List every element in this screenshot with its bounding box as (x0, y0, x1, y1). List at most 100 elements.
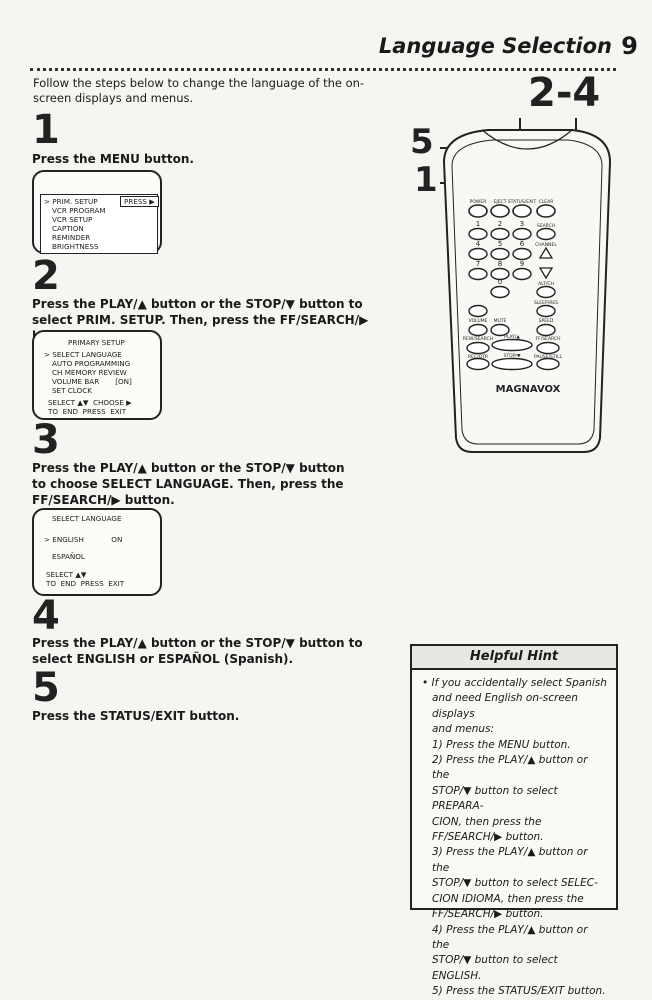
digit-9-button[interactable] (512, 267, 532, 281)
menu-item: > PRIM. SETUP (44, 197, 98, 206)
stop-button[interactable] (491, 357, 533, 371)
digit-label: 5 (498, 240, 502, 248)
play-label: PLAY/▲ (504, 334, 520, 340)
screen-footer: TO END PRESS EXIT (48, 407, 127, 416)
hint-line: CION, then press the (432, 815, 542, 828)
eject-button[interactable] (490, 204, 510, 218)
primary-setup-list: > SELECT LANGUAGE AUTO PROGRAMMING CH ME… (44, 350, 132, 395)
digit-4-button[interactable] (468, 247, 488, 261)
mute-label: MUTE (494, 318, 507, 324)
hint-line: CION IDIOMA, then press the (432, 892, 584, 905)
mute-button[interactable] (490, 323, 510, 337)
hint-line: FF/SEARCH/▶ button. (432, 908, 544, 921)
digit-1-button[interactable] (468, 227, 488, 241)
digit-label: 6 (520, 240, 525, 248)
alt-ch-button[interactable] (536, 285, 556, 299)
hint-line: STOP/▼ button to select SELEC- (432, 877, 598, 890)
remote-brand-logo: MAGNAVOX (496, 384, 561, 395)
sleep-button[interactable] (536, 304, 556, 318)
menu-item: CAPTION (52, 224, 84, 233)
status-label: STATUS/EXIT (508, 199, 537, 205)
menu-item: CH MEMORY REVIEW (52, 368, 127, 377)
menu-item: AUTO PROGRAMMING (52, 359, 131, 368)
hint-line: 1) Press the MENU button. (432, 738, 571, 751)
callout-1: 1 (414, 160, 438, 200)
digit-5-button[interactable] (490, 247, 510, 261)
digit-8-button[interactable] (490, 267, 510, 281)
hint-line: STOP/▼ button to select ENGLISH. (432, 954, 558, 982)
pause-label: PAUSE/STILL (534, 354, 562, 360)
hint-line: • If you accidentally select Spanish (422, 677, 607, 689)
record-label: REC/OTR (468, 354, 488, 360)
hint-line: FF/SEARCH/▶ button. (432, 831, 544, 844)
step-3-text: Press the PLAY/▲ button or the STOP/▼ bu… (32, 461, 345, 507)
helpful-hint-box: Helpful Hint • If you accidentally selec… (410, 644, 618, 997)
power-button[interactable] (468, 204, 488, 218)
language-option-espanol: ESPAÑOL (52, 552, 85, 561)
speed-label: SPEED (539, 318, 554, 324)
ff-label: FF/SEARCH (536, 336, 561, 342)
channel-down-icon[interactable] (538, 267, 554, 280)
select-language-screen: SELECT LANGUAGE > ENGLISH ON ESPAÑOL SEL… (32, 508, 162, 596)
remote-inner-edge (451, 139, 603, 445)
channel-up-icon[interactable] (538, 246, 554, 259)
status-exit-button[interactable] (512, 204, 532, 218)
menu-item: VCR SETUP (52, 215, 93, 224)
alt-ch-label: ALT/CH (538, 281, 554, 287)
hint-title: Helpful Hint (412, 646, 616, 670)
remote-ir-window (481, 129, 573, 150)
language-option-english: > ENGLISH ON (44, 535, 123, 544)
digit-2-button[interactable] (490, 227, 510, 241)
eject-label: EJECT (494, 199, 507, 205)
digit-label: 9 (520, 260, 524, 268)
clear-button[interactable] (536, 204, 556, 218)
stop-label: STOP/▼ (504, 353, 521, 359)
menu-item: VCR PROGRAM (52, 206, 106, 215)
volume-up-button[interactable] (468, 304, 488, 318)
pause-button[interactable] (536, 357, 560, 371)
step-4-text: Press the PLAY/▲ button or the STOP/▼ bu… (32, 636, 363, 666)
hint-body: • If you accidentally select Spanish and… (412, 670, 616, 1000)
step-2-text: Press the PLAY/▲ button or the STOP/▼ bu… (32, 297, 369, 343)
digit-label: 3 (520, 220, 524, 228)
digit-0-button[interactable] (490, 285, 510, 299)
step-1-number: 1 (32, 107, 60, 153)
step-5-number: 5 (32, 665, 60, 711)
sleep-label: SLEEP/RES (534, 300, 558, 306)
digit-7-button[interactable] (468, 267, 488, 281)
screen-footer: TO END PRESS EXIT (46, 579, 125, 588)
volume-label: VOLUME (469, 318, 488, 324)
step-1-text: Press the MENU button. (32, 152, 194, 166)
menu-item: SET CLOCK (52, 386, 92, 395)
press-label: PRESS ▶ (120, 196, 159, 207)
hint-line: 2) Press the PLAY/▲ button or the (432, 754, 588, 782)
callout-5: 5 (410, 122, 434, 162)
menu-item: > SELECT LANGUAGE (44, 350, 122, 359)
screen-footer: SELECT ▲▼ (46, 570, 87, 579)
play-button[interactable] (491, 338, 533, 352)
callout-2-4: 2-4 (528, 70, 601, 116)
volume-down-button[interactable] (468, 323, 488, 337)
record-button[interactable] (466, 357, 490, 371)
channel-label: CHANNEL (535, 242, 557, 248)
intro-text: Follow the steps below to change the lan… (33, 76, 365, 105)
hint-line: 4) Press the PLAY/▲ button or the (432, 923, 588, 951)
digit-label: 8 (498, 260, 502, 268)
clear-label: CLEAR (539, 199, 554, 205)
search-button[interactable] (536, 227, 556, 241)
screen-title: PRIMARY SETUP (68, 338, 125, 347)
digit-label: 7 (476, 260, 480, 268)
digit-3-button[interactable] (512, 227, 532, 241)
main-menu-screen: > PRIM. SETUP VCR PROGRAM VCR SETUP CAPT… (32, 170, 162, 254)
search-label: SEARCH (537, 223, 555, 229)
speed-button[interactable] (536, 323, 556, 337)
digit-6-button[interactable] (512, 247, 532, 261)
page-title: Language Selection (378, 34, 612, 58)
menu-item: REMINDER (52, 233, 91, 242)
digit-label: 2 (498, 220, 502, 228)
digit-label: 4 (476, 240, 481, 248)
hint-line: and menus: (432, 723, 495, 736)
step-3-number: 3 (32, 417, 60, 463)
ff-button[interactable] (536, 341, 560, 355)
rew-button[interactable] (466, 341, 490, 355)
